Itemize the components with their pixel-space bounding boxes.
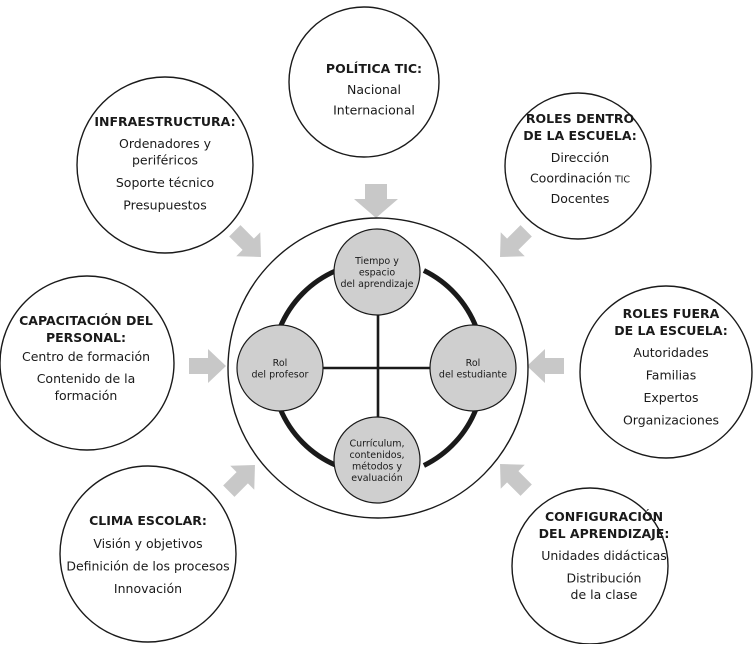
inner-curriculum-label: contenidos, bbox=[349, 450, 404, 461]
configuracion-item: Unidades didácticas bbox=[541, 548, 667, 563]
circle-roles-dentro bbox=[504, 92, 652, 240]
arrow-from-infraestructura bbox=[229, 225, 261, 257]
clima-escolar-item: Visión y objetivos bbox=[93, 536, 202, 551]
roles-fuera-item: Expertos bbox=[643, 390, 698, 405]
arrow-from-roles-dentro bbox=[500, 225, 532, 257]
capacitacion-title: PERSONAL: bbox=[46, 330, 126, 345]
capacitacion-item: Contenido de la bbox=[37, 371, 136, 386]
arrow-from-politica bbox=[354, 184, 398, 218]
arrow-from-capacitacion bbox=[189, 349, 226, 383]
inner-curriculum-label: evaluación bbox=[351, 473, 402, 484]
inner-tiempo-label: espacio bbox=[359, 268, 396, 279]
inner-estudiante-label: del estudiante bbox=[439, 369, 507, 380]
arrows bbox=[189, 184, 564, 497]
inner-estudiante-label: Rol bbox=[466, 358, 481, 369]
inner-curriculum-label: métodos y bbox=[352, 461, 402, 472]
roles-fuera-title: ROLES FUERA bbox=[623, 306, 720, 321]
clima-escolar-item: Definición de los procesos bbox=[66, 559, 229, 574]
clima-escolar-item: Innovación bbox=[114, 581, 182, 596]
arc-bottom-right bbox=[422, 407, 479, 468]
outer-texts: POLÍTICA TIC: NacionalInternacionalROLES … bbox=[19, 61, 728, 602]
infraestructura-item: Soporte técnico bbox=[116, 175, 214, 190]
infraestructura-title: INFRAESTRUCTURA: bbox=[94, 114, 235, 129]
roles-fuera-item: Autoridades bbox=[633, 345, 708, 360]
arc-bottom-left bbox=[277, 407, 338, 468]
outer-circles bbox=[0, 6, 753, 645]
roles-dentro-item: Coordinación TIC bbox=[530, 171, 630, 186]
inner-profesor-label: del profesor bbox=[252, 369, 309, 380]
configuracion-title: DEL APRENDIZAJE: bbox=[539, 526, 670, 541]
arc-top-right bbox=[422, 268, 479, 329]
circle-capacitacion bbox=[0, 275, 175, 451]
roles-dentro-item-suffix: TIC bbox=[612, 175, 631, 186]
politica-tic-item: Nacional bbox=[347, 82, 401, 97]
inner-tiempo-label: del aprendizaje bbox=[341, 279, 414, 290]
roles-dentro-item: Docentes bbox=[551, 191, 610, 206]
central-hub bbox=[227, 217, 529, 519]
capacitacion-item: formación bbox=[55, 388, 118, 403]
arc-top-left bbox=[277, 268, 338, 329]
circle-infraestructura bbox=[76, 76, 254, 254]
infraestructura-item: Presupuestos bbox=[123, 198, 206, 213]
arrow-from-clima bbox=[223, 465, 255, 497]
capacitacion-title: CAPACITACIÓN DEL bbox=[19, 313, 153, 328]
inner-tiempo-label: Tiempo y bbox=[354, 256, 399, 267]
roles-fuera-item: Familias bbox=[646, 368, 696, 383]
configuracion-title: CONFIGURACIÓN bbox=[545, 509, 663, 524]
inner-profesor-label: Rol bbox=[273, 358, 288, 369]
inner-node-profesor bbox=[236, 324, 324, 412]
circle-politica-tic bbox=[288, 6, 440, 158]
infraestructura-item: periféricos bbox=[132, 153, 198, 168]
inner-node-estudiante bbox=[429, 324, 517, 412]
configuracion-item: de la clase bbox=[571, 587, 638, 602]
inner-node-tiempo bbox=[333, 228, 421, 316]
capacitacion-item: Centro de formación bbox=[22, 349, 150, 364]
roles-dentro-title: ROLES DENTRO bbox=[526, 111, 634, 126]
inner-node-curriculum bbox=[333, 416, 421, 504]
roles-fuera-title: DE LA ESCUELA: bbox=[614, 323, 728, 338]
arrow-from-roles-fuera bbox=[527, 349, 564, 383]
circle-clima-escolar bbox=[59, 465, 237, 643]
politica-tic-item: Internacional bbox=[333, 103, 415, 118]
arrow-from-configuracion bbox=[500, 464, 532, 496]
clima-escolar-title: CLIMA ESCOLAR: bbox=[89, 513, 207, 528]
roles-dentro-item: Dirección bbox=[551, 150, 609, 165]
roles-fuera-item: Organizaciones bbox=[623, 413, 719, 428]
roles-dentro-title: DE LA ESCUELA: bbox=[523, 128, 637, 143]
inner-curriculum-label: Currículum, bbox=[349, 438, 404, 449]
configuracion-item: Distribución bbox=[567, 571, 642, 586]
circle-roles-fuera bbox=[579, 285, 753, 459]
infraestructura-item: Ordenadores y bbox=[119, 136, 212, 151]
politica-tic-title: POLÍTICA TIC: bbox=[326, 61, 422, 76]
